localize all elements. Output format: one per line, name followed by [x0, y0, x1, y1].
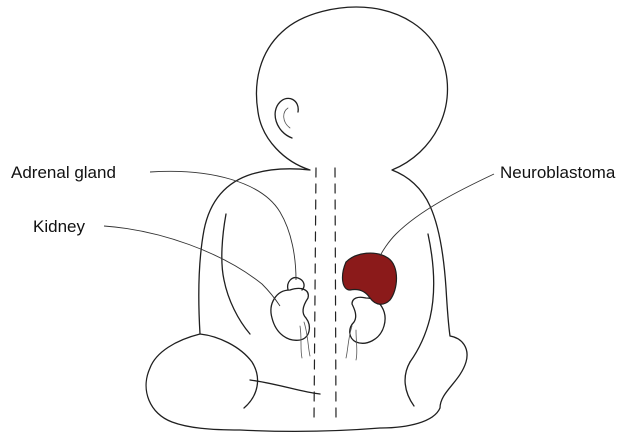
- kidney-left: [271, 288, 310, 358]
- leader-lines: [104, 171, 494, 306]
- spine: [314, 168, 336, 420]
- label-adrenal-gland: Adrenal gland: [11, 163, 116, 182]
- label-kidney: Kidney: [33, 217, 85, 236]
- kidney-right: [346, 297, 385, 360]
- neuroblastoma-leader: [380, 174, 494, 256]
- baby-body-outline: [146, 7, 467, 431]
- neuroblastoma-tumor: [343, 253, 397, 304]
- kidney-leader: [104, 226, 280, 306]
- ear: [275, 98, 298, 138]
- adrenal-gland-leader: [150, 171, 296, 280]
- label-neuroblastoma: Neuroblastoma: [500, 163, 616, 182]
